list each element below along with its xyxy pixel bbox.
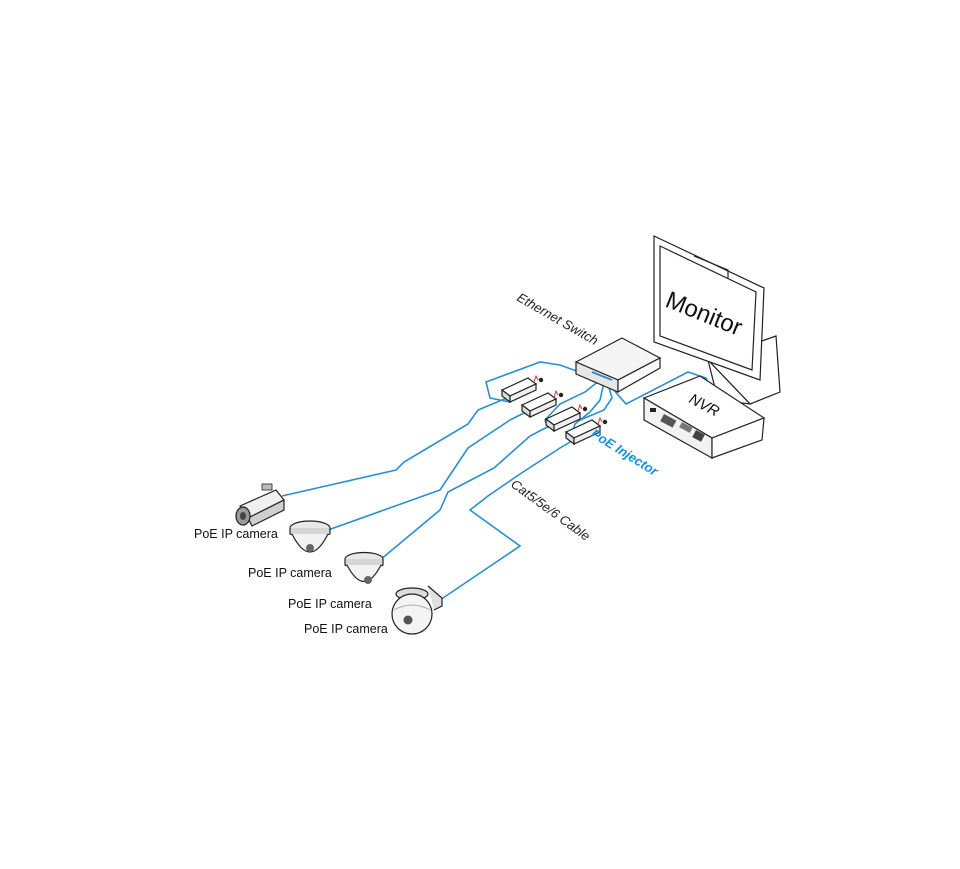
injector-camera-cable-1 (281, 394, 515, 497)
nvr-icon (642, 375, 766, 460)
camera-label-1: PoE IP camera (194, 527, 278, 541)
poe-injector-3 (544, 403, 588, 433)
poe-injector-label: PoE Injector (588, 426, 661, 479)
cables (281, 359, 713, 601)
poe-injector-icon (500, 374, 608, 446)
camera-label-2: PoE IP camera (248, 566, 332, 580)
dome-camera-2-icon (344, 551, 384, 584)
switch-injector-cable-1 (485, 361, 597, 403)
poe-injector-2 (520, 389, 564, 419)
cable-label: Cat5/5e/6 Cable (508, 476, 593, 543)
camera-label-4: PoE IP camera (304, 622, 388, 636)
injector-camera-cable-3 (367, 423, 554, 571)
poe-injector-4 (564, 416, 608, 446)
switch-injector-cable-4 (579, 383, 613, 421)
ethernet-switch-label: Ethernet Switch (515, 290, 601, 349)
ethernet-switch-icon (574, 337, 662, 394)
dome-camera-icon (289, 520, 331, 553)
ptz-camera-icon (391, 585, 443, 635)
injector-camera-cable-4 (439, 435, 581, 601)
camera-label-3: PoE IP camera (288, 597, 372, 611)
box-camera-icon (235, 483, 285, 527)
poe-injector-1 (500, 374, 544, 404)
monitor-icon (653, 235, 781, 405)
injector-camera-cable-2 (327, 409, 531, 531)
